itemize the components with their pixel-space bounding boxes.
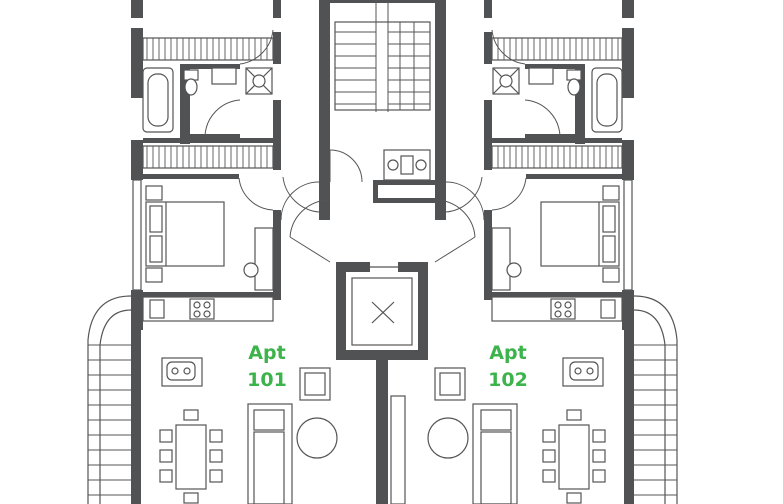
hob-icon <box>189 298 215 320</box>
apartment-label-number: 102 <box>488 369 528 391</box>
stair-core <box>280 0 485 263</box>
sink-icon <box>211 67 237 85</box>
double-bed-icon <box>145 185 225 283</box>
dining-table-icon <box>159 409 223 504</box>
toilet-icon <box>184 78 198 96</box>
apartment-102-plan <box>427 0 678 504</box>
balcony-railing <box>88 344 131 496</box>
apartment-label-number: 101 <box>247 369 287 391</box>
wardrobe <box>142 145 274 169</box>
apartment-label-102: Apt 102 <box>478 340 538 394</box>
wardrobe <box>142 37 274 61</box>
staircase <box>334 0 431 112</box>
apartment-label-101: Apt 101 <box>237 340 297 394</box>
apartment-label-line1: Apt <box>248 342 286 364</box>
stair-lift-icon <box>373 149 439 203</box>
sink-icon <box>166 361 196 381</box>
sofa-icon <box>247 403 293 504</box>
coffee-table-icon <box>296 417 338 459</box>
apartment-101-plan <box>87 0 338 504</box>
apartment-label-line1: Apt <box>489 342 527 364</box>
lift-shaft <box>336 262 428 504</box>
